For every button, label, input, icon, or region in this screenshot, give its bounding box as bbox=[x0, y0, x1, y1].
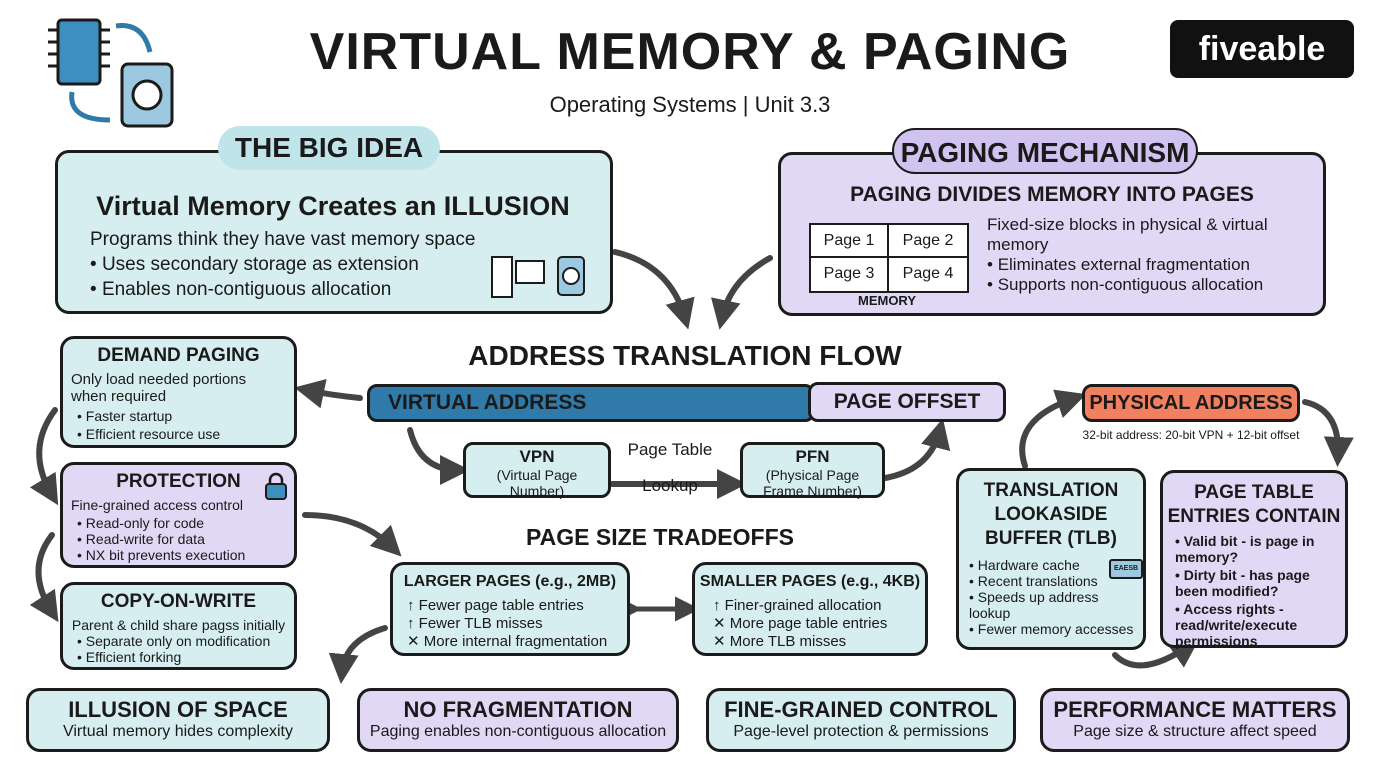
larger-pro: Fewer TLB misses bbox=[407, 615, 584, 633]
page-subtitle: Operating Systems | Unit 3.3 bbox=[549, 92, 831, 117]
footer-sub: Virtual memory hides complexity bbox=[62, 723, 293, 740]
smaller-pages-card: SMALLER PAGES (e.g., 4KB) Finer-grained … bbox=[692, 562, 928, 656]
page-offset-bar: PAGE OFFSET bbox=[808, 382, 1006, 422]
smaller-pro: Finer-grained allocation bbox=[713, 597, 882, 615]
footer-sub: Page-level protection & permissions bbox=[733, 723, 989, 740]
tradeoffs-title: PAGE SIZE TRADEOFFS bbox=[526, 524, 794, 550]
vpn-box: VPN (Virtual Page Number) bbox=[463, 442, 611, 499]
virtual-address-bar: VIRTUAL ADDRESS bbox=[367, 384, 815, 422]
big-idea-heading: Virtual Memory Creates an ILLUSION bbox=[96, 191, 570, 221]
demand-bullet: Efficient resource use bbox=[77, 425, 220, 443]
paging-bullet: Supports non-contiguous allocation bbox=[987, 275, 1307, 295]
pfn-box: PFN (Physical Page Frame Number) bbox=[740, 442, 885, 499]
pfn-label: PFN bbox=[795, 447, 830, 466]
tlb-title: TRANSLATION LOOKASIDE BUFFER (TLB) bbox=[983, 480, 1119, 549]
copy-on-write-card: COPY-ON-WRITE Parent & child share pagss… bbox=[60, 582, 297, 670]
cow-bullet: Separate only on modification bbox=[77, 633, 270, 649]
cow-bullet: Efficient forking bbox=[77, 649, 270, 665]
page-title: VIRTUAL MEMORY & PAGING bbox=[309, 23, 1071, 81]
protection-bullet: Read-write for data bbox=[77, 531, 245, 547]
footer-card-illusion: ILLUSION OF SPACE Virtual memory hides c… bbox=[26, 688, 330, 752]
footer-card-control: FINE-GRAINED CONTROL Page-level protecti… bbox=[706, 688, 1016, 752]
demand-title: DEMAND PAGING bbox=[97, 345, 260, 366]
tlb-bullet: Hardware cache bbox=[969, 557, 1141, 573]
big-idea-tab: THE BIG IDEA bbox=[218, 126, 440, 170]
larger-pro: Fewer page table entries bbox=[407, 597, 584, 615]
page-table-entries-card: PAGE TABLE ENTRIES CONTAIN Valid bit - i… bbox=[1160, 470, 1348, 649]
page-cell: Page 2 bbox=[889, 225, 967, 258]
smaller-con: More TLB misses bbox=[713, 633, 887, 651]
tlb-bullet: Fewer memory accesses bbox=[969, 621, 1141, 637]
footer-title: NO FRAGMENTATION bbox=[403, 697, 633, 722]
page-cell: Page 4 bbox=[902, 265, 954, 282]
page-cell: Page 1 bbox=[811, 225, 889, 258]
paging-tab: PAGING MECHANISM bbox=[892, 128, 1198, 174]
paging-bullet: Eliminates external fragmentation bbox=[987, 255, 1307, 275]
big-idea-line: • Enables non-contiguous allocation bbox=[90, 279, 392, 300]
footer-sub: Page size & structure affect speed bbox=[1073, 723, 1317, 740]
footer-title: FINE-GRAINED CONTROL bbox=[724, 697, 998, 722]
tlb-card: TRANSLATION LOOKASIDE BUFFER (TLB) EAESB… bbox=[956, 468, 1146, 650]
cow-title: COPY-ON-WRITE bbox=[100, 591, 257, 612]
memory-label: MEMORY bbox=[857, 293, 917, 308]
protection-bullet: Read-only for code bbox=[77, 515, 245, 531]
memory-pages-grid: Page 1 Page 2 Page 3 Page 4 bbox=[809, 223, 969, 293]
cow-desc: Parent & child share pagss initially bbox=[71, 617, 286, 633]
brand-logo-text: fiveable bbox=[1198, 30, 1326, 68]
memory-swap-icon bbox=[48, 18, 174, 128]
smaller-title: SMALLER PAGES (e.g., 4KB) bbox=[699, 573, 921, 590]
paging-desc: Fixed-size blocks in physical & virtual … bbox=[987, 215, 1268, 254]
big-idea-line: • Uses secondary storage as extension bbox=[90, 254, 419, 275]
footer-title: PERFORMANCE MATTERS bbox=[1053, 697, 1337, 722]
demand-desc: Only load needed portions when required bbox=[71, 371, 247, 405]
pte-bullet: Access rights - read/write/execute permi… bbox=[1175, 601, 1341, 649]
smaller-con: More page table entries bbox=[713, 615, 888, 633]
pte-title: PAGE TABLE ENTRIES CONTAIN bbox=[1167, 482, 1341, 527]
demand-bullet: Faster startup bbox=[77, 407, 220, 425]
lock-icon bbox=[265, 472, 287, 500]
protection-card: PROTECTION Fine-grained access control R… bbox=[60, 462, 297, 568]
flow-title: ADDRESS TRANSLATION FLOW bbox=[468, 340, 902, 371]
footer-card-performance: PERFORMANCE MATTERS Page size & structur… bbox=[1040, 688, 1350, 752]
paging-heading: PAGING DIVIDES MEMORY INTO PAGES bbox=[850, 183, 1254, 206]
lookup-top: Page Table bbox=[627, 440, 713, 459]
larger-title: LARGER PAGES (e.g., 2MB) bbox=[403, 573, 617, 590]
big-idea-text: Programs think they have vast memory spa… bbox=[90, 227, 475, 302]
protection-desc: Fine-grained access control bbox=[71, 497, 243, 513]
pte-bullet: Dirty bit - has page been modified? bbox=[1175, 567, 1341, 599]
brand-logo: fiveable bbox=[1170, 20, 1354, 78]
tlb-bullet: Recent translations bbox=[969, 573, 1141, 589]
lookup-bottom: Lookup bbox=[642, 476, 698, 495]
computer-disk-icon bbox=[491, 256, 585, 298]
vpn-sublabel: (Virtual Page Number) bbox=[496, 467, 578, 499]
footer-card-fragmentation: NO FRAGMENTATION Paging enables non-cont… bbox=[357, 688, 679, 752]
tlb-bullet: Speeds up address lookup bbox=[969, 589, 1141, 621]
pfn-sublabel: (Physical Page Frame Number) bbox=[763, 467, 862, 499]
page-cell: Page 3 bbox=[811, 258, 889, 291]
big-idea-card: Virtual Memory Creates an ILLUSION Progr… bbox=[55, 150, 613, 314]
protection-title: PROTECTION bbox=[116, 471, 241, 492]
larger-pages-card: LARGER PAGES (e.g., 2MB) Fewer page tabl… bbox=[390, 562, 630, 656]
footer-sub: Paging enables non-contiguous allocation bbox=[369, 723, 667, 740]
address-note: 32-bit address: 20-bit VPN + 12-bit offs… bbox=[1082, 428, 1300, 442]
footer-title: ILLUSION OF SPACE bbox=[68, 697, 288, 722]
demand-paging-card: DEMAND PAGING Only load needed portions … bbox=[60, 336, 297, 448]
paging-desc-block: Fixed-size blocks in physical & virtual … bbox=[987, 215, 1307, 295]
protection-bullet: NX bit prevents execution bbox=[77, 547, 246, 563]
pte-bullet: Valid bit - is page in memory? bbox=[1175, 533, 1341, 565]
physical-address-bar: PHYSICAL ADDRESS bbox=[1082, 384, 1300, 422]
larger-con: More internal fragmentation bbox=[407, 633, 607, 651]
vpn-label: VPN bbox=[519, 447, 555, 466]
paging-mechanism-card: PAGING DIVIDES MEMORY INTO PAGES Page 1 … bbox=[778, 152, 1326, 316]
big-idea-line: Programs think they have vast memory spa… bbox=[90, 229, 476, 250]
